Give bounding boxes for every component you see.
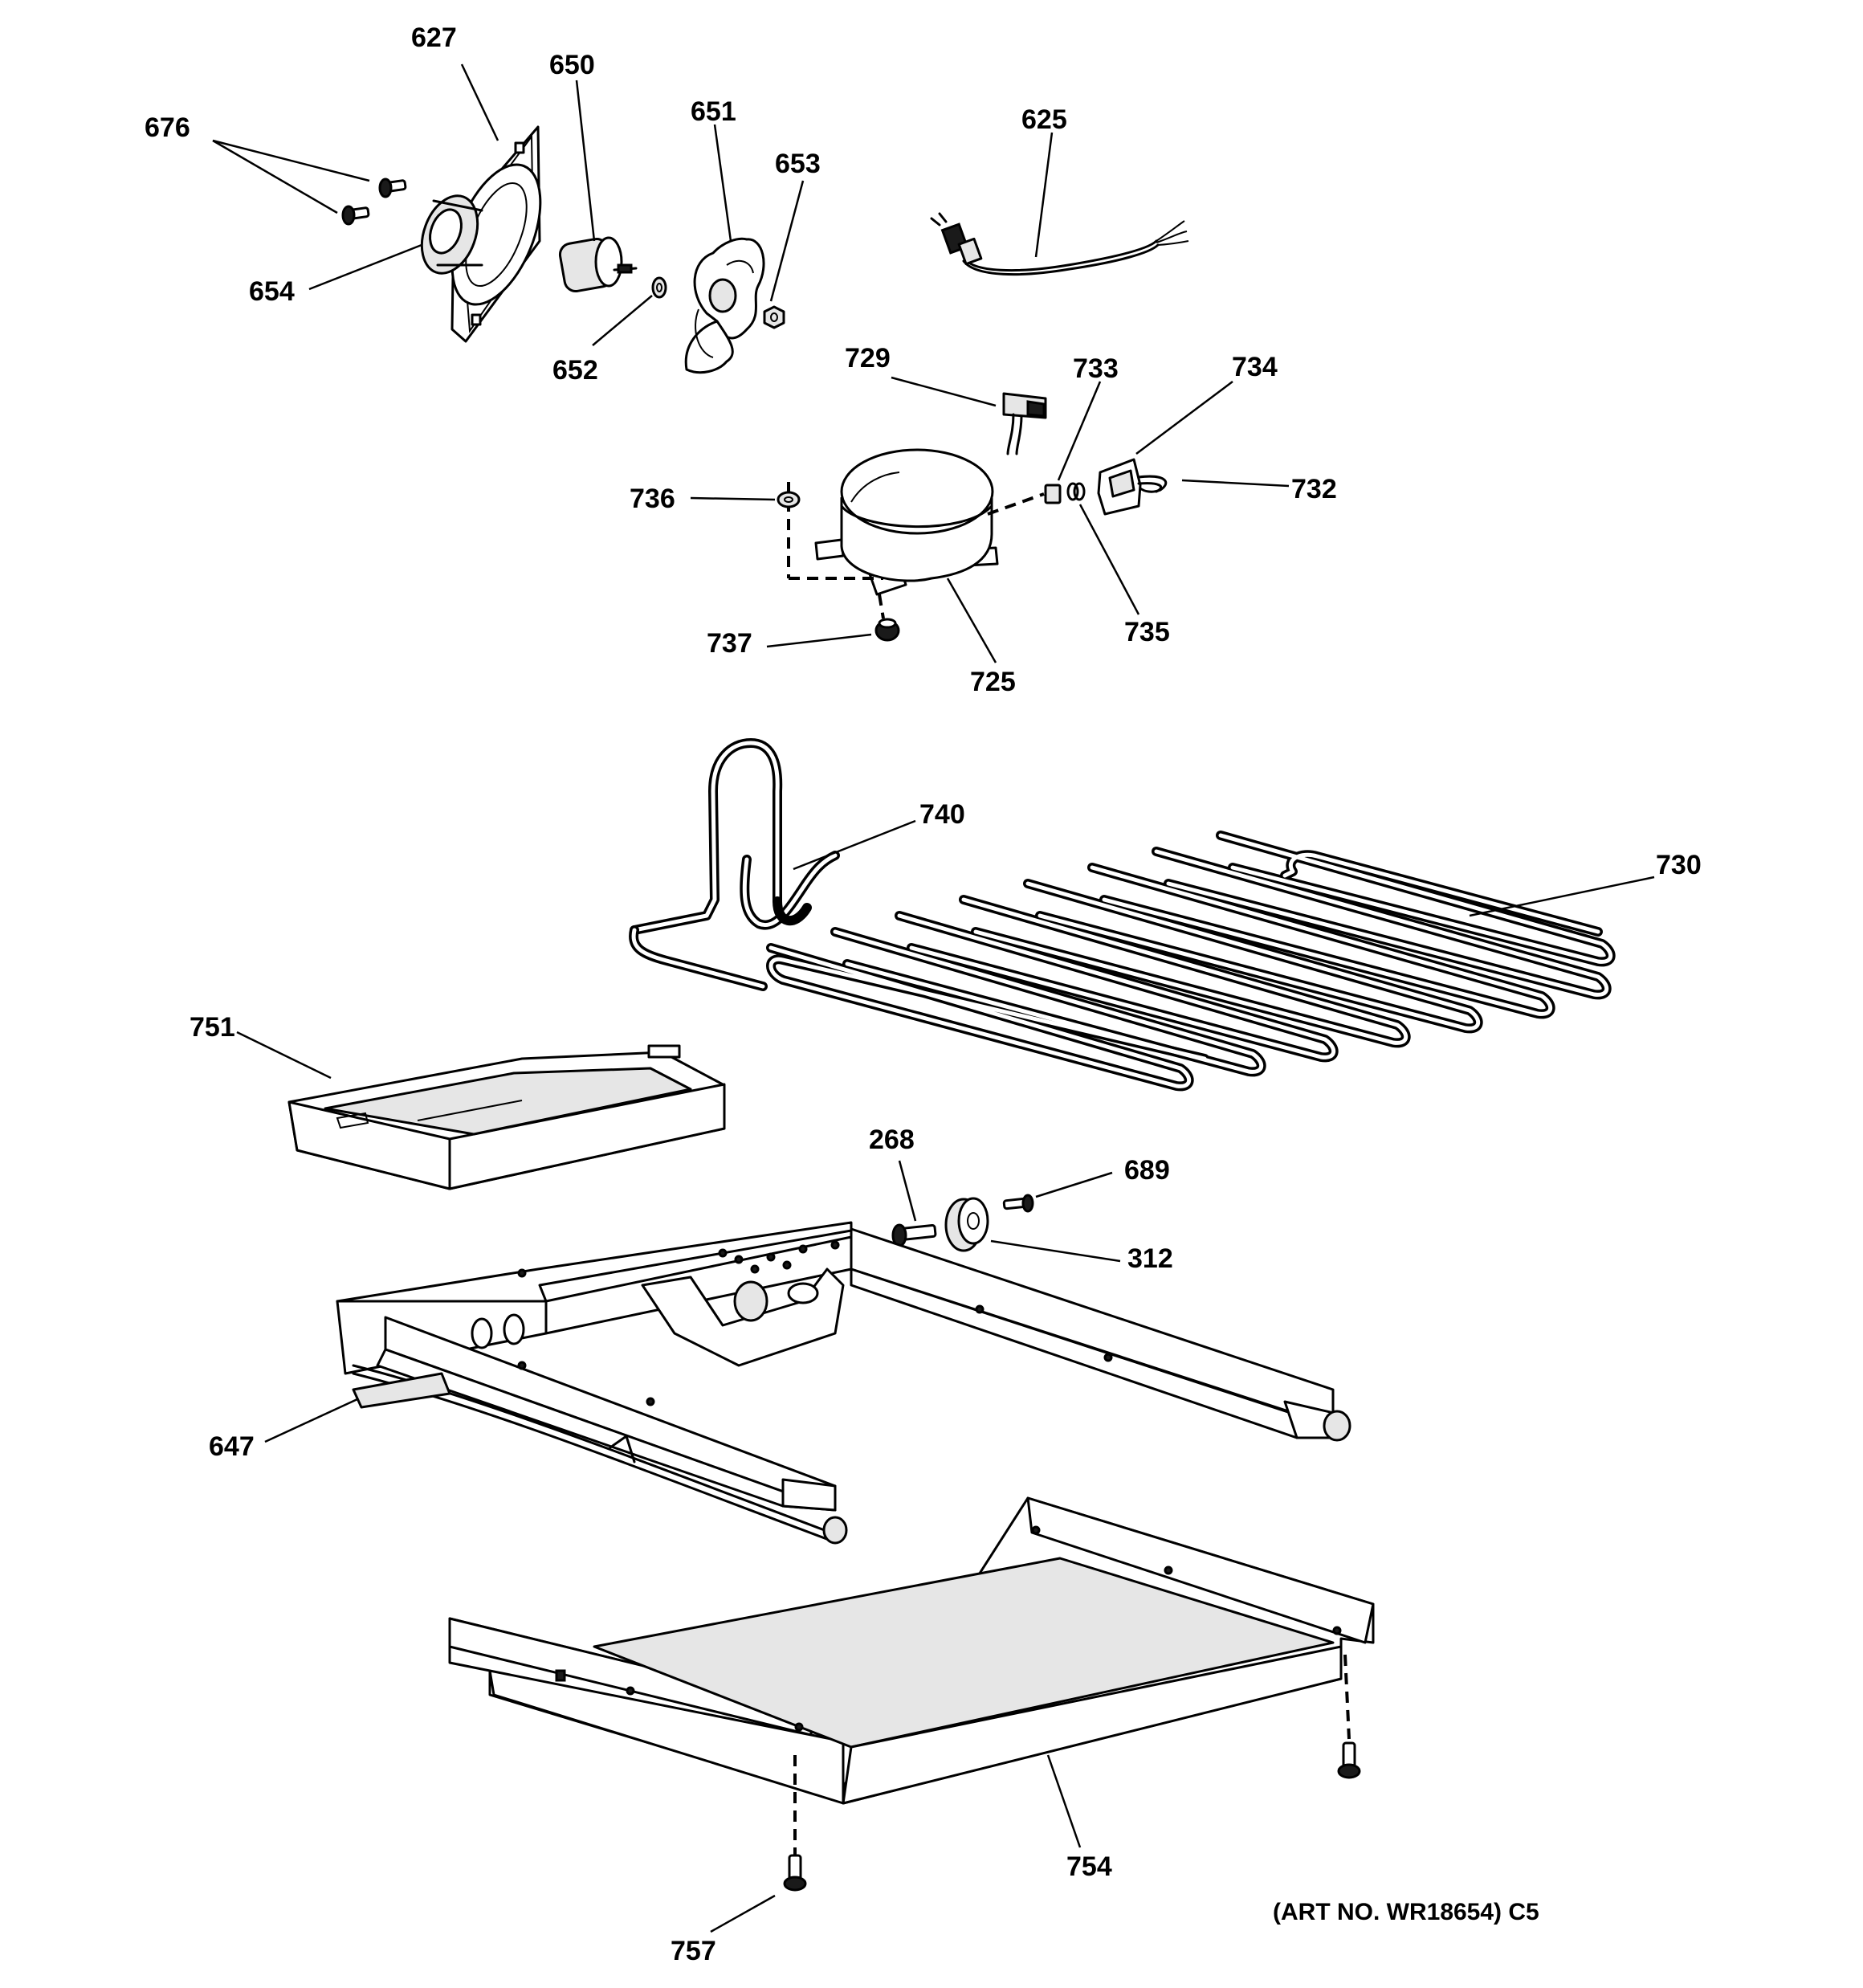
screw-676-a	[378, 178, 407, 198]
fan-motor-650	[558, 236, 638, 293]
base-pan-754	[448, 1496, 1375, 1855]
callout-725: 725	[970, 667, 1016, 697]
callout-730: 730	[1656, 850, 1702, 880]
tubing-740	[629, 738, 840, 991]
cover-734	[1097, 458, 1142, 516]
callout-653: 653	[775, 149, 821, 179]
washer-652	[651, 276, 667, 299]
screw-268	[891, 1223, 937, 1247]
art-number: (ART NO. WR18654) C5	[1273, 1899, 1539, 1925]
callout-689: 689	[1124, 1155, 1170, 1186]
grommet-736	[777, 491, 801, 508]
callout-754: 754	[1066, 1851, 1112, 1882]
compressor-725	[814, 448, 999, 596]
callout-737: 737	[707, 628, 752, 659]
callout-652: 652	[552, 355, 598, 386]
callout-735: 735	[1124, 617, 1170, 647]
callout-labels: 627 650 651 653 625 676 654 652 729 733 …	[145, 22, 1702, 1966]
leader-lines	[212, 63, 1655, 1933]
screw-757-a	[1337, 1741, 1361, 1779]
mounting-dashed-lines	[787, 482, 1045, 619]
roller-312	[944, 1197, 989, 1252]
screw-757-b	[783, 1854, 807, 1892]
callout-627: 627	[411, 22, 457, 53]
callout-647: 647	[209, 1431, 255, 1462]
callout-676: 676	[145, 112, 190, 143]
callout-650: 650	[549, 50, 595, 80]
callout-268: 268	[869, 1125, 915, 1155]
drain-pan-751	[287, 1044, 726, 1190]
grommet-737	[874, 618, 900, 642]
nut-653	[763, 305, 785, 329]
screw-689	[1002, 1194, 1034, 1213]
clip-732	[1137, 475, 1168, 493]
condenser-coil-730	[766, 831, 1616, 1092]
power-cord-625	[930, 212, 1189, 276]
relay-part-733	[1044, 484, 1062, 504]
motor-mount-654	[420, 194, 483, 275]
fan-blade-651	[684, 237, 765, 374]
callout-757: 757	[671, 1936, 716, 1966]
callout-734: 734	[1232, 352, 1278, 382]
screw-676-b	[341, 205, 370, 226]
clip-735	[1066, 482, 1086, 501]
callout-625: 625	[1021, 104, 1067, 135]
fan-bracket-627	[450, 125, 542, 343]
relay-729	[1002, 392, 1047, 455]
callout-729: 729	[845, 343, 891, 374]
callout-312: 312	[1127, 1243, 1173, 1274]
callout-733: 733	[1073, 353, 1119, 384]
callout-732: 732	[1291, 474, 1337, 504]
callout-651: 651	[691, 96, 736, 127]
callout-654: 654	[249, 276, 295, 307]
callout-751: 751	[190, 1012, 235, 1043]
callout-740: 740	[919, 799, 965, 830]
base-frame-647	[336, 1221, 1351, 1545]
callout-736: 736	[630, 484, 675, 514]
